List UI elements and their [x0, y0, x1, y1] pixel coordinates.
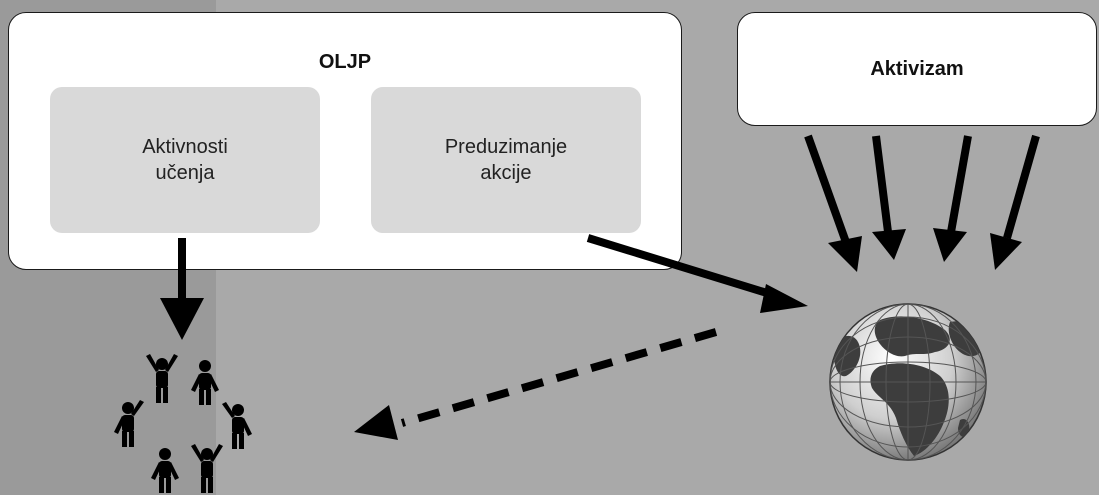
activism-arrows: [804, 134, 1040, 272]
globe-icon: [829, 303, 987, 461]
oljp-box: OLJP Aktivnosti učenja Preduzimanje akci…: [8, 12, 682, 270]
taking-action-card: Preduzimanje akcije: [371, 87, 641, 233]
activism-title: Aktivizam: [870, 57, 964, 80]
activism-box: Aktivizam: [737, 12, 1097, 126]
learning-activities-label-line1: Aktivnosti: [142, 136, 228, 158]
oljp-title: OLJP: [318, 51, 372, 73]
arrow-to-people: [160, 238, 204, 340]
taking-action-label-line1: Preduzimanje: [444, 136, 568, 158]
learning-activities-card: Aktivnosti učenja: [50, 87, 320, 233]
dashed-arrow-to-people: [354, 328, 718, 440]
learning-activities-label-line2: učenja: [155, 162, 215, 184]
people-circle-icon: [114, 354, 252, 493]
arrow-to-globe: [586, 234, 808, 313]
taking-action-label-line2: akcije: [480, 162, 532, 184]
